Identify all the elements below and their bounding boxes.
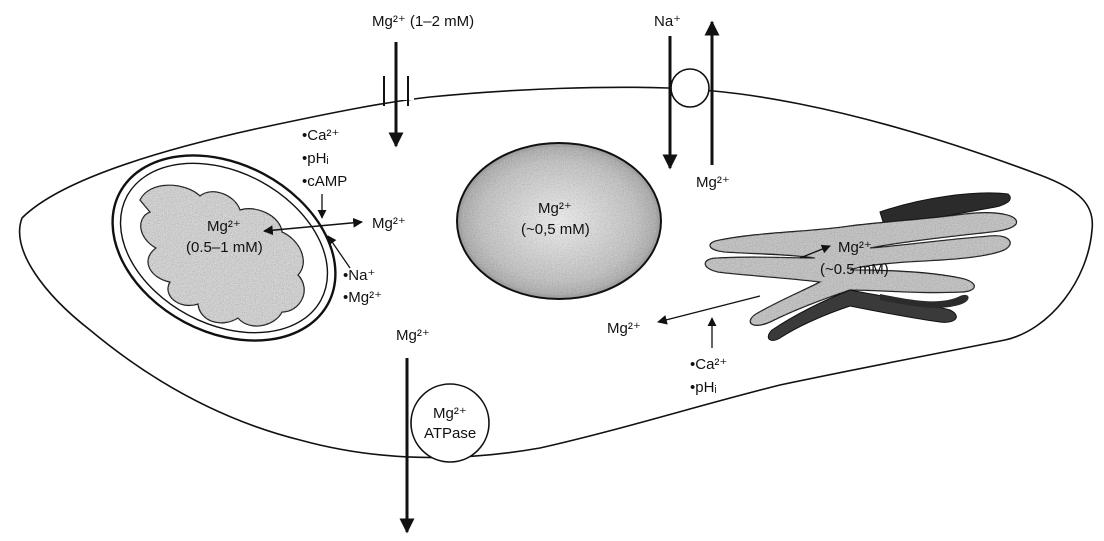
- channel-label: Mg²⁺ (1–2 mM): [372, 13, 474, 30]
- mito-release-label: Mg²⁺: [372, 215, 406, 232]
- atpase-mg-label: Mg²⁺: [396, 327, 430, 344]
- mg-atpase: [411, 384, 489, 462]
- er-conc-label: (~0.5 mM): [820, 261, 889, 278]
- er-reg-ph: •pHᵢ: [690, 379, 717, 396]
- er-reg-ca: •Ca²⁺: [690, 356, 727, 373]
- mito-conc-label: (0.5–1 mM): [186, 239, 263, 256]
- nucleus-mg-label: Mg²⁺: [538, 200, 572, 217]
- atpase-name-1: Mg²⁺: [433, 405, 467, 422]
- er-mg-label: Mg²⁺: [838, 239, 872, 256]
- er-release-label: Mg²⁺: [607, 320, 641, 337]
- exchanger-mg-label: Mg²⁺: [696, 174, 730, 191]
- atpase-name-2: ATPase: [424, 425, 476, 442]
- mito-reg-camp: •cAMP: [302, 173, 347, 190]
- mito-reg-mg: •Mg²⁺: [343, 289, 382, 306]
- mito-mg-label: Mg²⁺: [207, 218, 241, 235]
- mito-reg-na: •Na⁺: [343, 267, 375, 284]
- na-label: Na⁺: [654, 13, 681, 30]
- exchanger-icon: [671, 69, 709, 107]
- mito-reg-ca: •Ca²⁺: [302, 127, 339, 144]
- mito-reg-ph: •pHᵢ: [302, 150, 329, 167]
- er-release-arrow: [658, 296, 760, 322]
- nucleus-conc-label: (~0,5 mM): [521, 221, 590, 238]
